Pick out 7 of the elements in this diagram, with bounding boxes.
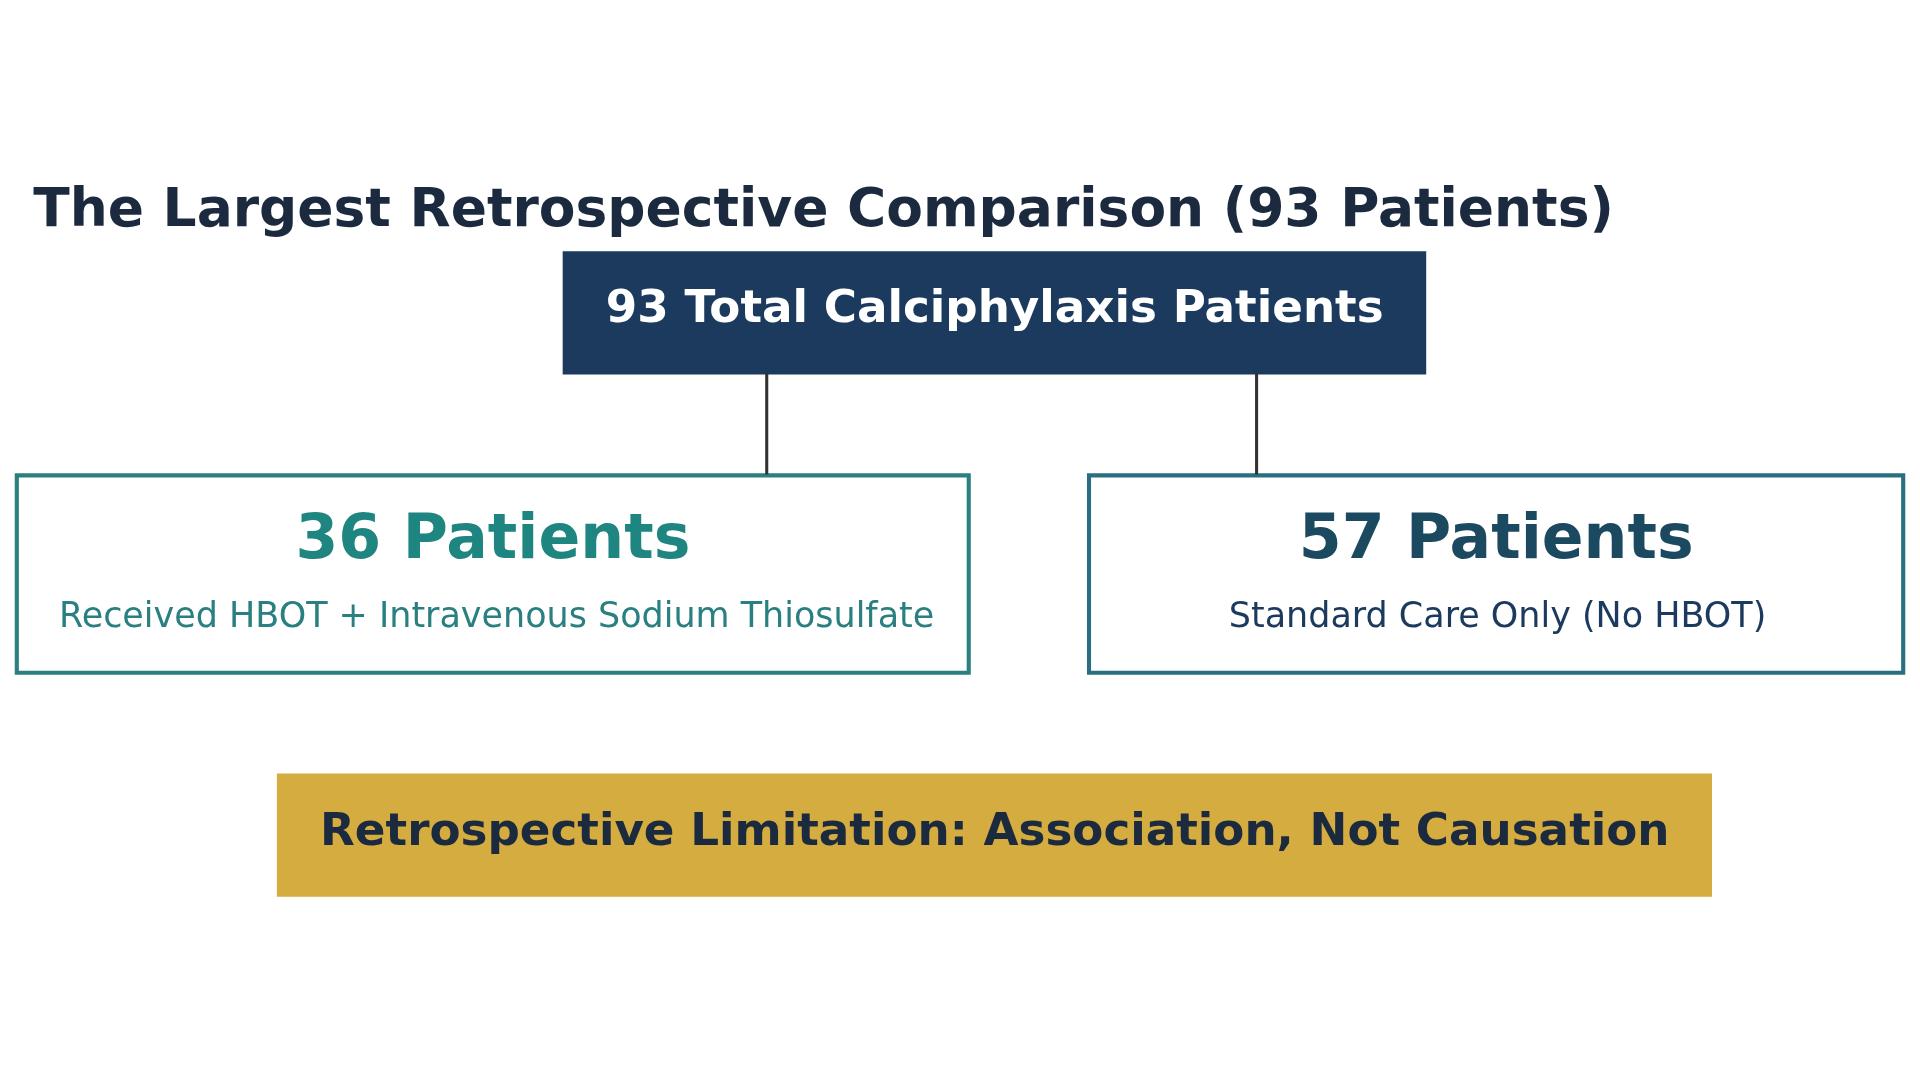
connector [765,372,769,475]
node-box: 36 Patients Received HBOT + Intravenous Sodium Thiosulfate [14,473,971,675]
node-box: 57 Patients Standard Care Only (No HBOT) [1086,473,1906,675]
connector [1255,372,1259,475]
diagram-title: The Largest Retrospective Comparison (93 Patients) [33,176,1614,240]
node-box: 93 Total Calciphylaxis Patients [562,251,1427,375]
node-box: Retrospective Limitation: Association, Not Causation [276,773,1712,897]
